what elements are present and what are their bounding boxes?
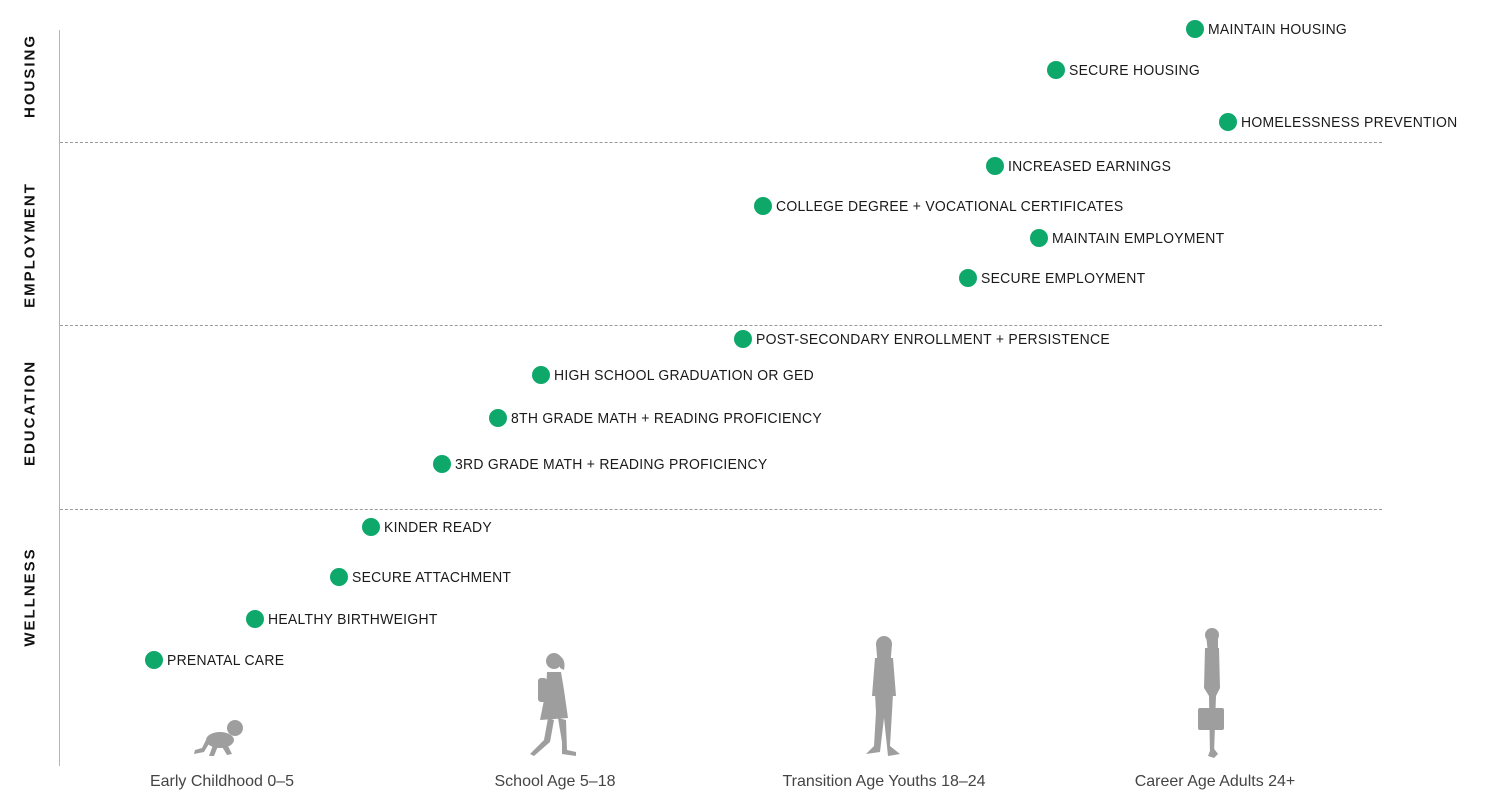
stage-label-transition-age: Transition Age Youths 18–24 (782, 773, 986, 790)
outcome-secure-employment: SECURE EMPLOYMENT (959, 268, 1158, 288)
stage-label-school-age: School Age 5–18 (494, 773, 616, 790)
adult-with-briefcase-icon (1198, 628, 1224, 758)
outcome-dot (532, 366, 550, 384)
outcome-dot (1186, 20, 1204, 38)
outcome-high-school-graduation: HIGH SCHOOL GRADUATION OR GED (532, 365, 834, 385)
outcome-3rd-grade-proficiency: 3RD GRADE MATH + READING PROFICIENCY (433, 454, 791, 474)
outcome-prenatal-care: PRENATAL CARE (145, 650, 293, 670)
crawling-baby-icon (194, 720, 243, 756)
outcome-college-degree: COLLEGE DEGREE + VOCATIONAL CERTIFICATES (754, 196, 1150, 216)
top-caption-clipped: ​ (0, 0, 1503, 8)
education-wellness-divider (60, 509, 1382, 510)
outcome-dot (1030, 229, 1048, 247)
outcome-dot (330, 568, 348, 586)
outcome-dot (734, 330, 752, 348)
outcome-healthy-birthweight: HEALTHY BIRTHWEIGHT (246, 609, 450, 629)
housing-employment-divider (60, 142, 1382, 143)
school-child-icon (530, 653, 576, 756)
outcome-secure-attachment: SECURE ATTACHMENT (330, 567, 523, 587)
employment-education-divider (60, 325, 1382, 326)
outcome-dot (959, 269, 977, 287)
outcome-dot (489, 409, 507, 427)
outcome-dot (433, 455, 451, 473)
outcome-post-secondary: POST-SECONDARY ENROLLMENT + PERSISTENCE (734, 329, 1137, 349)
outcome-homelessness-prevention: HOMELESSNESS PREVENTION (1219, 112, 1474, 132)
outcome-secure-housing: SECURE HOUSING (1047, 60, 1210, 80)
outcome-dot (246, 610, 264, 628)
outcome-dot (362, 518, 380, 536)
outcome-increased-earnings: INCREASED EARNINGS (986, 156, 1183, 176)
outcome-dot (754, 197, 772, 215)
outcome-maintain-employment: MAINTAIN EMPLOYMENT (1030, 228, 1237, 248)
youth-walking-icon (866, 636, 900, 756)
vertical-axis-line (59, 30, 60, 766)
outcome-dot (1047, 61, 1065, 79)
outcome-8th-grade-proficiency: 8TH GRADE MATH + READING PROFICIENCY (489, 408, 845, 428)
stage-label-career-age: Career Age Adults 24+ (1134, 773, 1296, 790)
stage-label-early-childhood: Early Childhood 0–5 (149, 773, 295, 790)
outcome-dot (1219, 113, 1237, 131)
outcome-maintain-housing: MAINTAIN HOUSING (1186, 19, 1358, 39)
outcome-dot (145, 651, 163, 669)
outcome-dot (986, 157, 1004, 175)
outcome-kinder-ready: KINDER READY (362, 517, 500, 537)
